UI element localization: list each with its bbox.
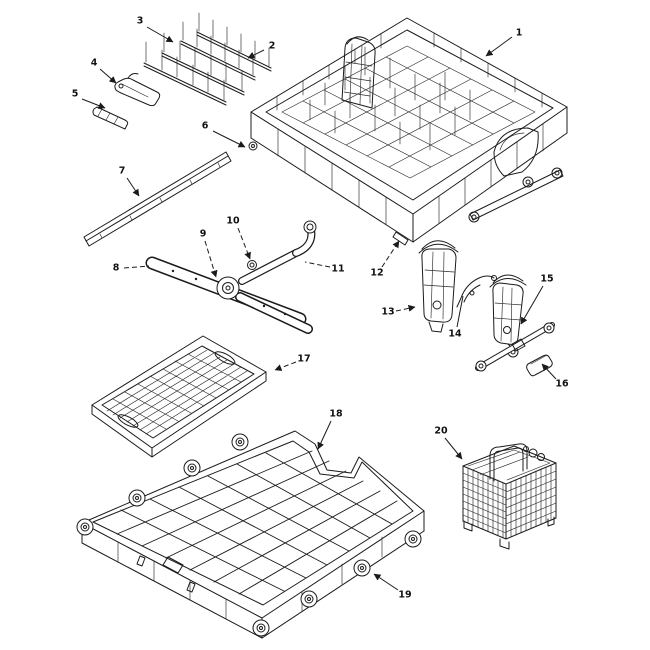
tray-handle-slot (214, 351, 236, 365)
callout-leader-rack-adjuster-right (520, 285, 544, 325)
callout-number-utility-tray: 17 (297, 354, 310, 365)
upper-rack (248, 17, 568, 246)
callout-number-rack-roller-wheel: 19 (398, 590, 411, 601)
callout-leader-track-rail (126, 177, 140, 197)
tray-handle-slot (117, 414, 139, 428)
basket-handle (489, 443, 528, 482)
callout-number-track-rail: 7 (119, 166, 126, 177)
rack-wheels-front (252, 530, 422, 637)
callout-leader-upper-rack (485, 36, 513, 57)
callout-number-tine-clip: 4 (91, 58, 98, 69)
callout-leader-water-feed-tube (304, 261, 331, 268)
callout-number-water-feed-tube: 11 (331, 264, 344, 275)
callout-leader-adjuster-clip (456, 295, 464, 328)
callout-leader-rack-adjuster-left (395, 304, 416, 312)
callout-leader-tine-clip (99, 68, 117, 84)
callout-leader-utility-tray (274, 361, 297, 371)
callout-leader-rail-end-cap (541, 363, 557, 380)
callout-leader-spray-arm-coupler (237, 227, 251, 260)
callout-number-spray-arm-hub: 9 (200, 229, 207, 240)
callout-number-upper-rack-underside: 12 (370, 268, 383, 279)
tine-row-left (143, 32, 245, 106)
adjuster-clip (456, 275, 497, 308)
callout-number-tine-clip-retainer: 5 (72, 89, 79, 100)
callout-number-spray-arm: 8 (113, 263, 120, 274)
lower-rack (76, 430, 425, 639)
rack-side-stud (248, 141, 258, 151)
rack-adjuster-right (475, 274, 555, 372)
callout-number-tine-row-left: 3 (137, 16, 144, 27)
rack-wheel-19 (353, 559, 371, 577)
callout-leader-spray-arm (123, 265, 150, 269)
callout-leader-spray-arm-hub (204, 240, 218, 278)
silverware-basket (462, 443, 557, 550)
callout-number-upper-rack: 1 (516, 28, 523, 39)
callout-leader-lower-rack (317, 420, 332, 450)
callout-number-lower-rack: 18 (329, 409, 343, 420)
callout-number-upper-rack-side: 6 (202, 121, 209, 132)
callout-number-spray-arm-coupler: 10 (226, 216, 240, 227)
callout-number-rack-adjuster-right: 15 (540, 274, 553, 285)
spray-arm-hub (216, 276, 240, 300)
upper-rack-tower (341, 36, 376, 109)
rack-wheels-back (76, 433, 249, 536)
callout-number-silverware-basket: 20 (434, 426, 448, 437)
rail-end-cap (526, 354, 553, 377)
track-rail (83, 151, 232, 247)
callout-leader-tine-row-right (247, 49, 265, 59)
callout-leader-tine-clip-retainer (81, 98, 106, 109)
tine-clip-retainer (92, 106, 129, 130)
callout-number-adjuster-clip: 14 (448, 329, 462, 340)
callout-leader-silverware-basket (444, 437, 463, 460)
callout-number-rail-end-cap: 16 (555, 379, 569, 390)
water-feed-tube (238, 220, 317, 285)
rack-fan-housing (493, 127, 539, 188)
callout-leader-rack-roller-wheel (373, 573, 399, 591)
callout-number-rack-adjuster-left: 13 (381, 307, 394, 318)
spray-arm-coupler (247, 260, 257, 270)
rack-adjuster-left (418, 240, 459, 333)
tine-row-right (180, 12, 272, 81)
spray-arm-assembly (145, 220, 317, 334)
callout-leader-tine-row-left (146, 26, 174, 43)
callout-leader-upper-rack-side (212, 130, 246, 148)
utility-tray (91, 335, 267, 458)
rack-glide-rail (468, 167, 564, 223)
tine-clip (114, 73, 161, 107)
callout-number-tine-row-right: 2 (269, 41, 276, 52)
rack-underside-stub (392, 231, 409, 246)
callout-leader-upper-rack-underside (381, 240, 400, 268)
